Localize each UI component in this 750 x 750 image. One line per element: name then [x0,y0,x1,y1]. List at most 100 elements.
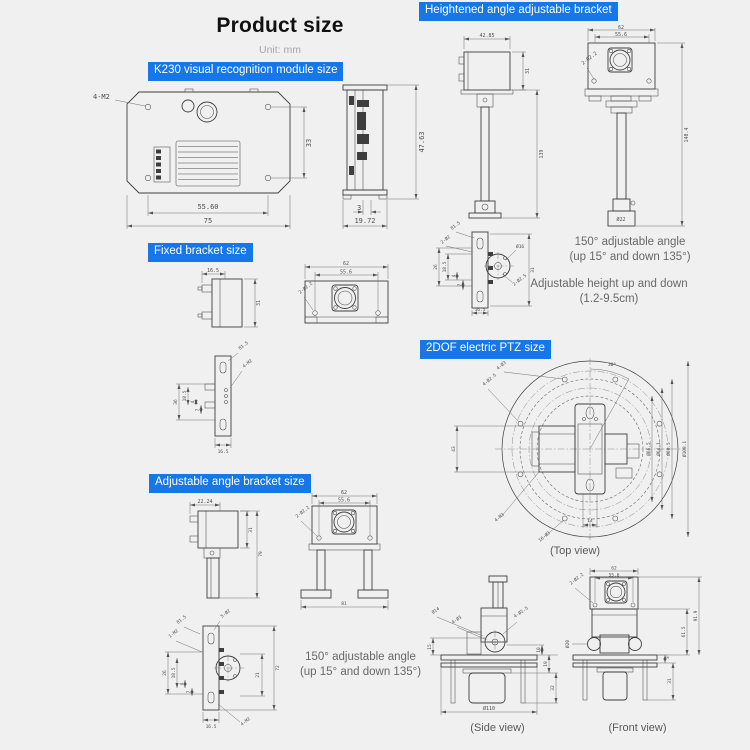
dim-label: 4-Ø2.5 [481,372,498,388]
dim-label: 3 [357,204,361,212]
dim-label: Ø66.5 [645,442,652,456]
dim-label: 2-Ø2.2 [568,571,585,587]
dim-label: 55.6 [340,270,352,276]
dim-label: 15 [427,644,433,650]
adjustable-front-view-drawing: 62 55.6 2-Ø2.2 81 [294,490,389,610]
dim-label: 31 [530,267,536,273]
dim-label: 42.85 [479,33,494,39]
note-line: (up 15° and down 135°) [299,665,422,678]
ptz-top-view-drawing: 30° 4-Ø3 4-Ø2.5 4-M3 16-Ø3 43 14 Ø66.5 Ø… [451,358,690,544]
dim-label: 81.5 [176,614,188,626]
dim-label: 22.24 [197,499,212,505]
ptz-side-view-drawing: Ø14 4-Ø3 4-Ø2.5 15 10 19 32 Ø110 [427,575,558,715]
dim-label: 3 [665,656,671,659]
dim-label: 4 [451,274,457,277]
dim-label: 18.5 [182,390,188,401]
unit-label: Unit: [258,44,281,56]
section-tag-adjustable: Adjustable angle bracket size [149,474,311,493]
dim-label: 16.5 [206,724,217,730]
dim-label: Ø110 [483,705,495,712]
note-line: 150° adjustable angle [305,651,416,663]
dim-label: 79 [258,551,264,557]
dim-label: 2-Ø2.2 [580,50,599,67]
dim-label: 62 [341,490,347,496]
dim-label: 4-Ø2.5 [512,604,530,619]
dim-label: 75 [204,217,212,225]
note-line: (1.2-9.5cm) [579,292,639,305]
dim-label: 62 [611,566,617,572]
dim-label: 30° [608,362,616,368]
dim-label: 31 [248,527,254,533]
dim-label: Ø64.1 [655,442,662,456]
dim-label: 4 [179,682,185,685]
dim-label: 7 [186,690,192,693]
dim-label: 62 [343,261,349,267]
fixed-side-view-drawing: 16.5 31 [197,268,262,328]
dim-label: 18.5 [442,261,448,272]
adjustable-detail-drawing: 5-Ø2 81.5 1-M2 4-M2 26 18.5 4 7 21 72 16… [162,607,281,730]
dim-label: 31 [256,300,262,306]
dim-label: 55.6 [609,573,620,579]
dim-label: 7 [457,283,463,286]
dim-label: 81.5 [450,220,462,232]
note-line: Adjustable height up and down [530,278,688,290]
dim-label: 4-M3 [493,512,505,524]
caption-top-view: (Top view) [549,545,601,557]
dim-label: 61.5 [681,626,687,637]
k230-side-view-drawing: 47.63 3 19.72 [342,84,426,229]
dim-label: 18.5 [171,667,177,678]
dim-label: 26 [162,670,168,676]
fixed-front-view-drawing: 62 55.6 2-Ø2.2 [297,261,389,324]
unit-value: mm [283,44,302,56]
section-tag-k230: K230 visual recognition module size [148,62,344,81]
dim-label: Ø22 [616,216,625,223]
heightened-note-angle: 150° adjustable angle (up 15° and down 1… [552,235,708,265]
dim-label: 32 [550,685,556,691]
dim-label: Ø108.1 [681,441,688,458]
section-tag-heightened: Heightened angle adjustable bracket [419,2,618,21]
dim-label: 140.4 [684,127,690,142]
section-tag-fixed: Fixed bracket size [148,243,253,262]
dim-label: 14 [587,518,593,524]
dim-label: 26 [433,264,439,270]
dim-label: 31 [525,68,531,74]
heightened-front-view-drawing: Ø22 62 55.6 2-Ø2.2 140.4 [580,25,690,227]
heightened-detail-drawing: 81.5 2-Ø2 Ø16 2-Ø2.5 26 18.5 4 7 16.5 31 [433,220,536,316]
dim-label: 47.63 [418,131,426,152]
caption-side-view: (Side view) [470,722,525,734]
dim-label: 4-M2 [240,716,252,728]
dim-label: 33 [305,139,313,147]
dim-label: 72 [275,665,281,671]
dim-label: Ø68.5 [665,442,672,456]
dim-label: 62 [618,25,624,31]
dim-label: 21 [255,672,261,678]
dim-label: 4-Ø3 [495,359,508,372]
dim-label: 55.6 [615,32,627,38]
dim-label: 5-Ø2 [219,607,232,619]
dim-label: 7 [195,408,201,411]
dim-label: 4-M2 [93,93,110,101]
dim-label: 139 [539,149,545,158]
ptz-front-view-drawing: 62 55.6 2-Ø2.2 Ø20 3 31 61.5 91.9 [564,566,702,701]
caption-front-view: (Front view) [608,722,667,734]
dim-label: 4-Ø3 [450,614,463,626]
dim-label: 81.5 [238,340,250,352]
dim-label: 36 [173,399,179,405]
adjustable-side-view-drawing: 22.24 31 79 [189,499,264,599]
page-title: Product size [216,14,344,37]
heightened-note-height: Adjustable height up and down (1.2-9.5cm… [515,277,703,307]
dim-label: 19 [543,661,549,667]
dim-label: 16.5 [475,307,486,313]
dim-label: 10 [536,647,542,653]
note-line: (up 15° and down 135°) [569,250,691,263]
dim-label: 31 [667,678,673,684]
note-line: 150° adjustable angle [574,236,686,248]
dim-label: 2-Ø2 [439,233,452,245]
dim-label: 55.60 [197,203,218,211]
unit-note: Unit: mm [160,44,400,56]
dim-label: 4 [190,400,196,403]
dim-label: 2-Ø2.2 [297,280,314,296]
dim-label: 16.5 [207,268,219,274]
dim-label: 2-Ø2.2 [294,504,311,520]
heightened-side-view-drawing: 42.85 31 139 [458,33,545,219]
